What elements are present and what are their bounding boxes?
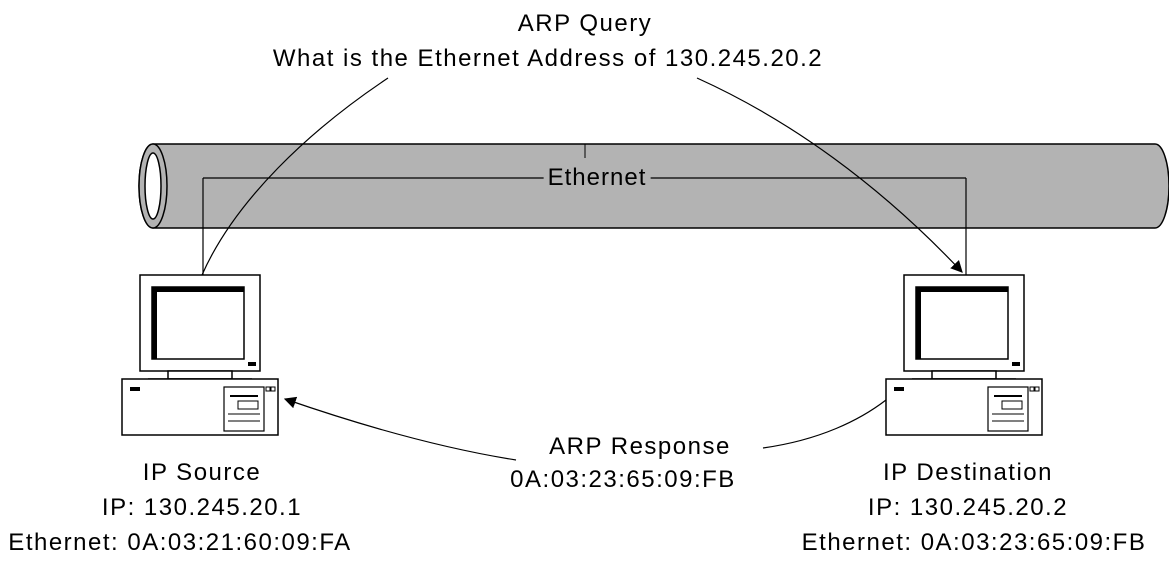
destination-name: IP Destination (883, 459, 1053, 486)
query-question: What is the Ethernet Address of 130.245.… (272, 45, 824, 72)
response-title: ARP Response (543, 433, 737, 461)
query-curve-left (201, 77, 389, 276)
response-address: 0A:03:23:65:09:FB (510, 466, 736, 493)
ethernet-pipe (138, 143, 1169, 229)
query-arrow (696, 77, 963, 273)
destination-computer-icon (885, 274, 1043, 436)
response-curve-right (762, 399, 887, 449)
ethernet-label: Ethernet (543, 164, 651, 192)
query-title: ARP Query (517, 10, 653, 37)
source-ethernet: Ethernet: 0A:03:21:60:09:FA (8, 529, 352, 556)
source-computer-icon (121, 274, 279, 436)
destination-ethernet: Ethernet: 0A:03:23:65:09:FB (801, 529, 1147, 556)
destination-ip: IP: 130.245.20.2 (867, 494, 1069, 521)
source-ip: IP: 130.245.20.1 (101, 494, 303, 521)
source-name: IP Source (142, 459, 262, 486)
response-arrow (283, 396, 517, 461)
